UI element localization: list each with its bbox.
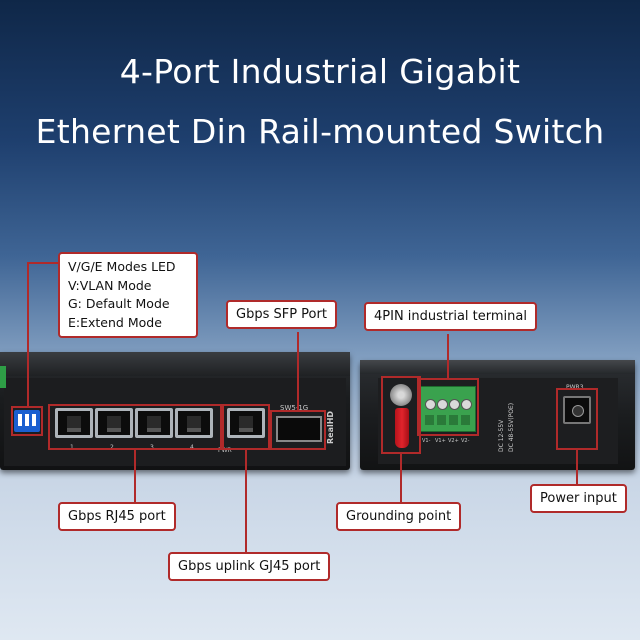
model-label: SW5-1G [280, 404, 309, 412]
pwr3-label: PWR3 [566, 384, 584, 391]
rj45-port-3 [135, 408, 173, 438]
modes-led-callout: V/G/E Modes LED V:VLAN Mode G: Default M… [58, 252, 198, 338]
terminal-label-3: V2+ [448, 438, 459, 444]
rj45-port-callout: Gbps RJ45 port [58, 502, 176, 531]
grounding-callout: Grounding point [336, 502, 462, 531]
title-line-1: 4-Port Industrial Gigabit [119, 52, 521, 91]
dc-power-jack [563, 396, 591, 424]
uplink-rj45-port [227, 408, 265, 438]
grounding-highlight [381, 376, 421, 454]
terminal-label-2: V1+ [435, 438, 446, 444]
grounding-screw [390, 384, 412, 406]
connector-power [576, 450, 578, 486]
connector-rj45 [134, 450, 136, 504]
uplink-highlight [222, 404, 270, 450]
sfp-port-callout: Gbps SFP Port [226, 300, 337, 329]
rj45-port-1 [55, 408, 93, 438]
modes-extend: E:Extend Mode [68, 314, 162, 330]
grounding-lug [395, 408, 409, 448]
power-highlight [556, 388, 598, 450]
terminal-callout: 4PIN industrial terminal [364, 302, 537, 331]
brand-logo: RealHD [326, 410, 335, 444]
rj45-port-2 [95, 408, 133, 438]
connector-uplink [245, 450, 247, 554]
terminal-label-1: V1- [422, 438, 431, 444]
power-input-callout: Power input [530, 484, 627, 513]
port-number-2: 2 [110, 444, 114, 451]
dc-spec-2: DC 48-55V(POE) [508, 402, 515, 452]
terminal-label-4: V2- [461, 438, 470, 444]
port-number-1: 1 [70, 444, 74, 451]
modes-led-title: V/G/E Modes LED [68, 259, 176, 274]
dip-switch [14, 410, 40, 432]
pwr-label: PWR [218, 447, 232, 454]
sfp-highlight [270, 410, 326, 450]
dc-spec-1: DC 12-55V [498, 419, 505, 452]
din-rail-clip [0, 366, 6, 388]
rj45-port-4 [175, 408, 213, 438]
connector-terminal [447, 334, 449, 380]
rj45-highlight [48, 404, 222, 450]
modes-led-highlight [11, 406, 43, 436]
title-line-2: Ethernet Din Rail-mounted Switch [35, 112, 605, 151]
connector-modes-h [27, 262, 60, 264]
port-number-4: 4 [190, 444, 194, 451]
connector-modes [27, 262, 29, 408]
connector-sfp [297, 332, 299, 412]
uplink-port-callout: Gbps uplink GJ45 port [168, 552, 331, 581]
terminal-highlight [417, 378, 479, 436]
sfp-port [276, 416, 322, 442]
port-number-3: 3 [150, 444, 154, 451]
modes-vlan: V:VLAN Mode [68, 277, 152, 293]
modes-default: G: Default Mode [68, 296, 170, 311]
connector-grounding [400, 454, 402, 504]
